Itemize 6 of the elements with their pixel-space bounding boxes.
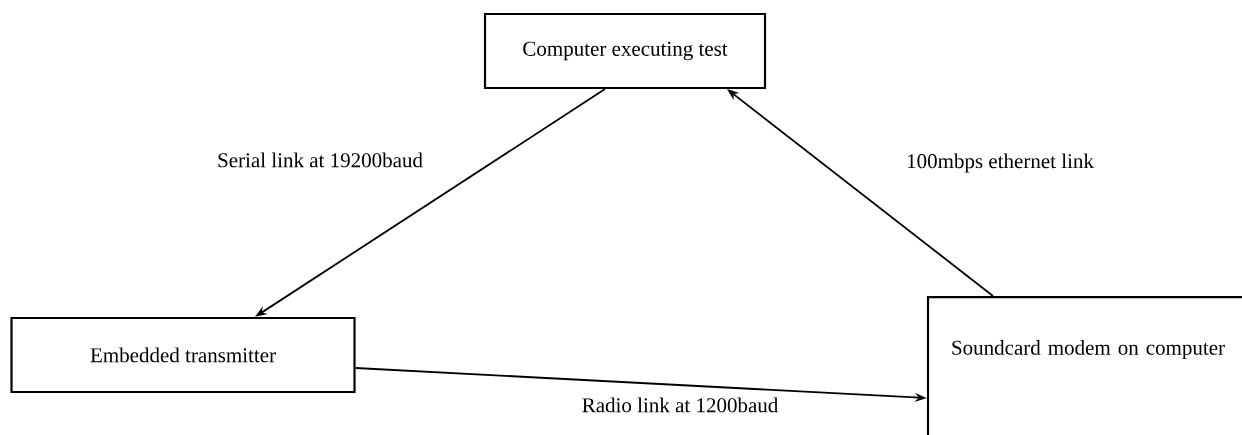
edge-label: Serial link at 19200baud	[215, 150, 425, 170]
device-box: Computer executing test	[483, 12, 767, 90]
device-box: Soundcard modem on computer	[926, 296, 1242, 435]
edge-label: 100mbps ethernet link	[904, 151, 1096, 175]
edge-label: Radio link at 1200baud	[579, 395, 781, 415]
device-box: Embedded transmitter	[10, 316, 356, 394]
